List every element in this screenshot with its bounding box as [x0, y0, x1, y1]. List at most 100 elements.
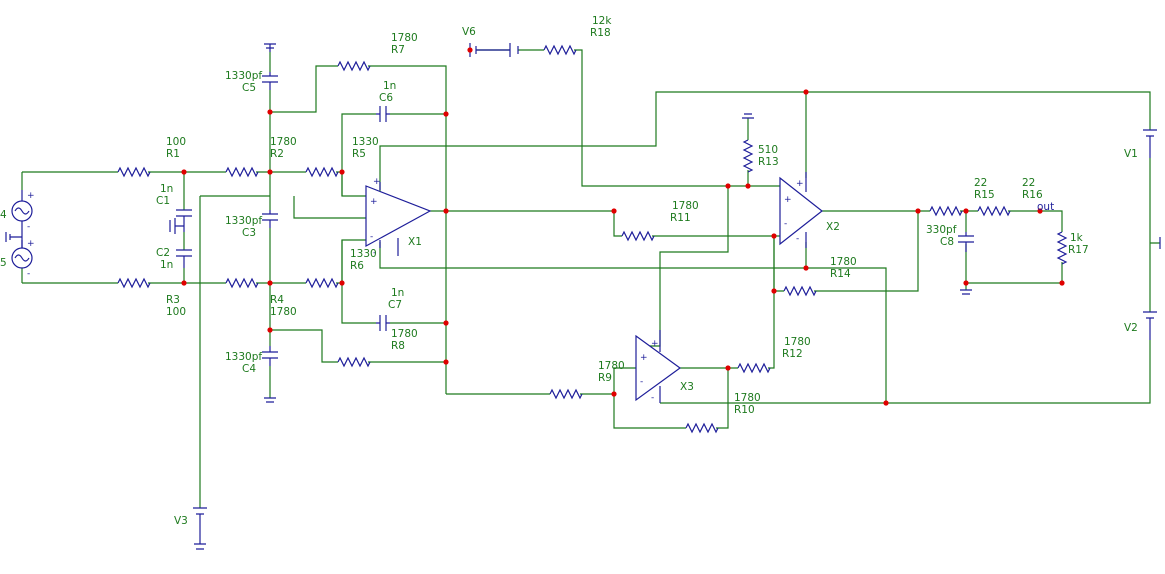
x3-plus-sign: + — [640, 353, 648, 363]
c4-value: 1330pf — [225, 351, 262, 363]
resistor-R6[interactable] — [305, 277, 339, 289]
c2-ref: C2 — [156, 247, 170, 259]
c3-ref: C3 — [242, 227, 256, 239]
resistor-R10[interactable] — [685, 422, 719, 434]
r16-value: 22 — [1022, 177, 1035, 189]
resistor-R12[interactable] — [737, 362, 771, 374]
r6-ref: R6 — [350, 260, 364, 272]
opamp-X1[interactable]: + - + - — [365, 177, 432, 258]
v4-plus: + — [27, 191, 35, 201]
r12-ref: R12 — [782, 348, 803, 360]
ground-icon — [742, 113, 754, 119]
c8-ref: C8 — [940, 236, 954, 248]
x2-ref: X2 — [826, 221, 840, 233]
battery-V1[interactable] — [1143, 129, 1157, 158]
c6-value: 1n — [383, 80, 396, 92]
opamp-X2[interactable]: + - + - — [779, 172, 823, 248]
r9-value: 1780 — [598, 360, 625, 372]
x1-minus-sign: - — [370, 232, 373, 242]
r13-ref: R13 — [758, 156, 779, 168]
resistor-R11[interactable] — [621, 230, 655, 242]
x3-minus-sign: - — [640, 377, 643, 387]
v1-ref: V1 — [1124, 148, 1138, 160]
r11-ref: R11 — [670, 212, 691, 224]
source-polarity: + - + - — [27, 191, 35, 279]
resistor-R1[interactable] — [117, 166, 151, 178]
resistor-R17[interactable] — [1056, 231, 1068, 265]
c6-ref: C6 — [379, 92, 393, 104]
r15-value: 22 — [974, 177, 987, 189]
x3-vplus-sign: + — [651, 339, 659, 349]
r12-value: 1780 — [784, 336, 811, 348]
opamps: + - + - + - + - + - + - — [365, 172, 823, 403]
capacitor-mid — [169, 218, 184, 234]
resistor-R18[interactable] — [543, 44, 577, 56]
r2-ref: R2 — [270, 148, 284, 160]
v6-ref: V6 — [462, 26, 476, 38]
out-net-label: out — [1037, 201, 1054, 213]
ground-icon — [194, 532, 206, 550]
capacitor-C8[interactable] — [958, 232, 974, 252]
r14-ref: R14 — [830, 268, 851, 280]
resistor-R5[interactable] — [305, 166, 339, 178]
c1-value: 1n — [160, 183, 173, 195]
resistor-R13[interactable] — [742, 139, 754, 173]
r18-value: 12k — [592, 15, 612, 27]
r18-ref: R18 — [590, 27, 611, 39]
x1-vminus-sign: - — [373, 248, 376, 258]
r5-ref: R5 — [352, 148, 366, 160]
v5-plus: + — [27, 239, 35, 249]
c5-ref: C5 — [242, 82, 256, 94]
resistor-R7[interactable] — [337, 60, 371, 72]
capacitor-C7[interactable] — [376, 315, 390, 331]
capacitor-C5[interactable] — [262, 72, 278, 90]
capacitor-C1[interactable] — [176, 209, 192, 232]
r3-value: 100 — [166, 306, 186, 318]
x2-vplus-sign: + — [796, 179, 804, 189]
v5-minus: - — [27, 269, 30, 279]
r7-ref: R7 — [391, 44, 405, 56]
grounds — [194, 43, 972, 550]
battery-V2[interactable] — [1143, 311, 1157, 340]
r11-value: 1780 — [672, 200, 699, 212]
resistor-R4[interactable] — [225, 277, 259, 289]
x2-plus-sign: + — [784, 195, 792, 205]
r2-value: 1780 — [270, 136, 297, 148]
c5-value: 1330pf — [225, 70, 262, 82]
r8-ref: R8 — [391, 340, 405, 352]
resistors — [117, 44, 1068, 434]
resistor-R2[interactable] — [225, 166, 259, 178]
battery-V6[interactable] — [469, 43, 519, 57]
capacitor-C6[interactable] — [376, 106, 390, 122]
c4-ref: C4 — [242, 363, 256, 375]
r5-value: 1330 — [352, 136, 379, 148]
resistor-R9[interactable] — [549, 388, 583, 400]
x3-ref: X3 — [680, 381, 694, 393]
battery-V3[interactable] — [193, 507, 207, 532]
capacitor-C2[interactable] — [176, 249, 192, 268]
capacitor-C3[interactable] — [262, 210, 278, 228]
r3-ref: R3 — [166, 294, 180, 306]
r1-value: 100 — [166, 136, 186, 148]
resistor-R8[interactable] — [337, 356, 371, 368]
r15-ref: R15 — [974, 189, 995, 201]
capacitor-C4[interactable] — [262, 346, 278, 366]
x2-vminus-sign: - — [796, 234, 799, 244]
r13-value: 510 — [758, 144, 778, 156]
v4-ref: 4 — [0, 209, 7, 221]
r9-ref: R9 — [598, 372, 612, 384]
v4-minus: - — [27, 222, 30, 232]
capacitors — [169, 72, 974, 366]
resistor-R14[interactable] — [783, 285, 817, 297]
r1-ref: R1 — [166, 148, 180, 160]
opamp-X3[interactable]: + - + - — [635, 330, 682, 403]
wires — [21, 49, 1160, 508]
c2-value: 1n — [160, 259, 173, 271]
c1-ref: C1 — [156, 195, 170, 207]
x1-plus-sign: + — [370, 197, 378, 207]
resistor-R16[interactable] — [977, 205, 1011, 217]
r14-value: 1780 — [830, 256, 857, 268]
resistor-R15[interactable] — [929, 205, 963, 217]
r10-ref: R10 — [734, 404, 755, 416]
resistor-R3[interactable] — [117, 277, 151, 289]
